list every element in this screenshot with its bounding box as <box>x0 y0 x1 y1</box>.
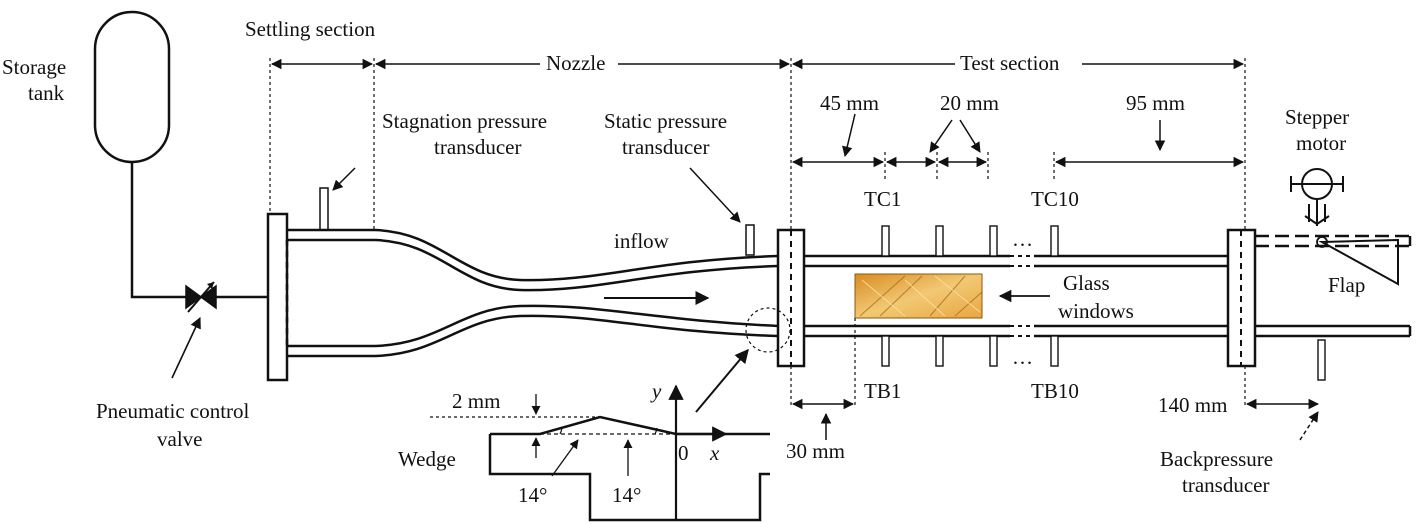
dim-30-label: 30 mm <box>786 439 845 463</box>
stagnation-label-1: Stagnation pressure <box>382 109 547 133</box>
wedge-detail-circle <box>745 307 791 353</box>
stepper-motor-icon <box>1290 168 1344 226</box>
static-label-2: transducer <box>622 135 709 159</box>
dots-top: … <box>1012 227 1033 251</box>
valve-leader-arrow <box>171 316 201 379</box>
storage-tank-label-2: tank <box>28 81 65 105</box>
top-pressure-taps <box>881 225 1059 257</box>
stepper-label-2: motor <box>1296 131 1346 155</box>
tb1-label: TB1 <box>864 379 901 403</box>
dim-2-label: 2 mm <box>452 389 500 413</box>
feed-pipe <box>130 162 268 299</box>
inflow-label: inflow <box>614 229 670 253</box>
settling-flange <box>266 212 289 382</box>
control-valve-icon <box>185 281 217 313</box>
angle-1-label: 14° <box>518 483 547 507</box>
glass-window <box>854 273 983 319</box>
nozzle-lower-wall <box>374 304 779 348</box>
test-section-label: Test section <box>960 51 1060 75</box>
stagnation-label-2: transducer <box>434 135 521 159</box>
storage-tank-label-1: Storage <box>2 55 66 79</box>
glass-label-1: Glass <box>1063 271 1110 295</box>
tc1-label: TC1 <box>864 187 901 211</box>
backpressure-label-2: transducer <box>1182 473 1269 497</box>
tc10-label: TC10 <box>1031 187 1079 211</box>
wedge-detail <box>430 384 770 522</box>
wedge-label: Wedge <box>398 447 456 471</box>
backpressure-label-1: Backpressure <box>1160 447 1273 471</box>
dim-45-label: 45 mm <box>820 91 879 115</box>
axis-x-label: x <box>709 441 720 465</box>
bottom-pressure-taps <box>881 335 1059 367</box>
dots-bottom: … <box>1012 345 1033 369</box>
backpressure-transducer <box>1317 339 1326 381</box>
glass-label-2: windows <box>1058 299 1134 323</box>
flap-label: Flap <box>1328 273 1365 297</box>
valve-label-2: valve <box>157 427 202 451</box>
angle-2-label: 14° <box>612 483 641 507</box>
dim-20-label: 20 mm <box>940 91 999 115</box>
dim-140-label: 140 mm <box>1158 393 1227 417</box>
axis-y-label: y <box>650 379 662 403</box>
flap <box>1318 238 1399 286</box>
nozzle-label: Nozzle <box>546 51 605 75</box>
tb10-label: TB10 <box>1031 379 1079 403</box>
valve-label-1: Pneumatic control <box>96 399 250 423</box>
static-label-1: Static pressure <box>604 109 727 133</box>
stepper-label-1: Stepper <box>1285 105 1349 129</box>
nozzle-upper-wall <box>374 228 779 282</box>
static-transducer <box>745 224 755 256</box>
origin-label: 0 <box>678 441 689 465</box>
dim-95-label: 95 mm <box>1126 91 1185 115</box>
storage-tank <box>93 10 171 164</box>
settling-section-label: Settling section <box>245 17 376 41</box>
stagnation-transducer <box>319 187 329 231</box>
